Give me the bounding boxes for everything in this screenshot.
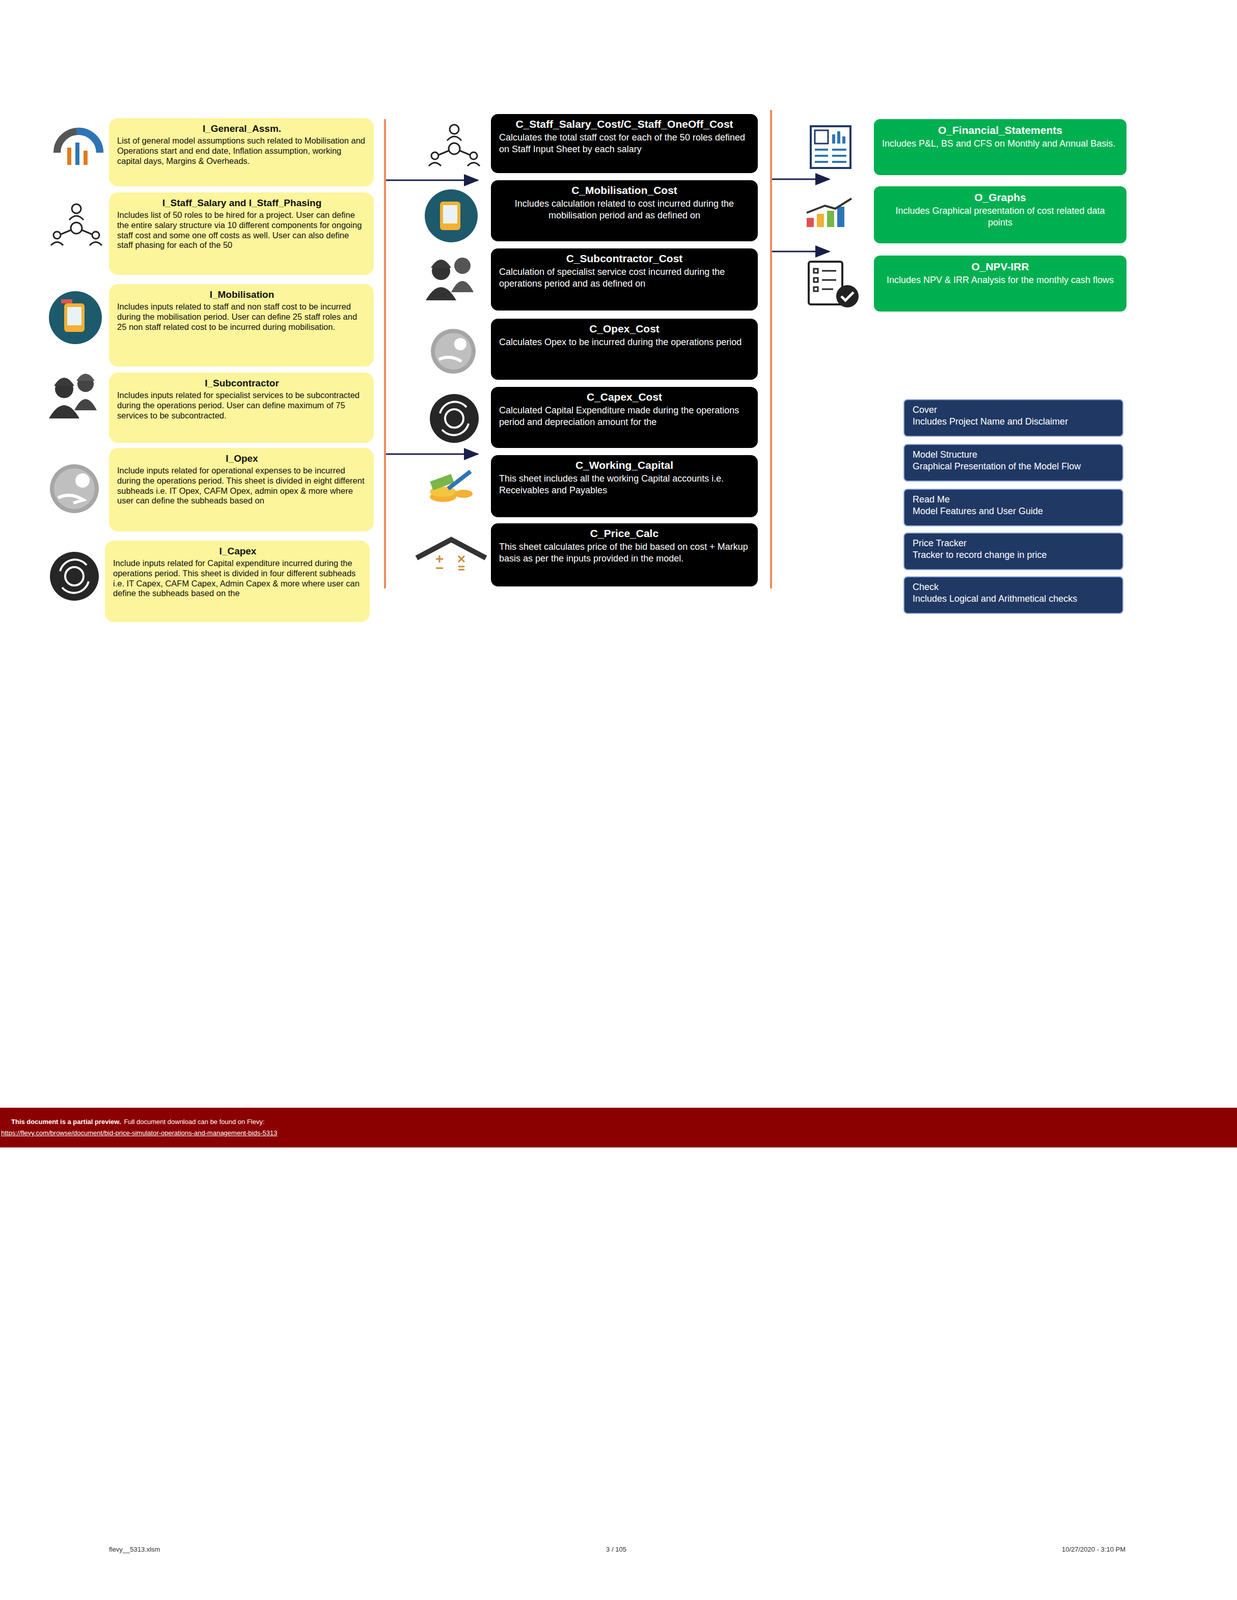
box-title: Check bbox=[912, 581, 1115, 594]
icons bbox=[48, 124, 859, 601]
calc-box: C_Subcontractor_CostCalculation of speci… bbox=[490, 248, 758, 311]
input-box: I_MobilisationIncludes inputs related to… bbox=[108, 284, 374, 367]
box-title: I_General_Assm. bbox=[117, 123, 367, 135]
output-box: O_NPV-IRRIncludes NPV & IRR Analysis for… bbox=[873, 255, 1127, 312]
box-description: Includes list of 50 roles to be hired fo… bbox=[117, 210, 367, 251]
sheet-box: CoverIncludes Project Name and Disclaime… bbox=[903, 399, 1124, 437]
box-description: Calculates Opex to be incurred during th… bbox=[499, 336, 750, 349]
box-description: Includes inputs related for specialist s… bbox=[117, 390, 367, 421]
box-title: I_Opex bbox=[117, 453, 367, 465]
box-title: C_Mobilisation_Cost bbox=[499, 184, 750, 197]
input-box: I_OpexInclude inputs related for operati… bbox=[108, 448, 374, 532]
input-box: I_SubcontractorIncludes inputs related f… bbox=[108, 372, 374, 444]
box-description: List of general model assumptions such r… bbox=[117, 135, 367, 167]
box-title: C_Subcontractor_Cost bbox=[499, 252, 750, 265]
calc-box: C_Working_CapitalThis sheet includes all… bbox=[490, 455, 758, 518]
box-title: O_Graphs bbox=[882, 191, 1119, 204]
box-description: Includes NPV & IRR Analysis for the mont… bbox=[882, 274, 1119, 287]
calc-box: C_Capex_CostCalculated Capital Expenditu… bbox=[490, 387, 758, 449]
box-description: This sheet includes all the working Capi… bbox=[499, 473, 750, 498]
bracket-lines bbox=[385, 110, 830, 589]
box-title: C_Staff_Salary_Cost/C_Staff_OneOff_Cost bbox=[499, 118, 750, 131]
box-title: I_Staff_Salary and I_Staff_Phasing bbox=[117, 197, 367, 209]
box-description: Graphical Presentation of the Model Flow bbox=[912, 460, 1115, 473]
input-box: I_CapexInclude inputs related for Capita… bbox=[104, 540, 370, 623]
box-description: Calculates the total staff cost for each… bbox=[499, 131, 750, 156]
calc-box: C_Price_CalcThis sheet calculates price … bbox=[490, 523, 758, 587]
sheet-box: Price TrackerTracker to record change in… bbox=[903, 532, 1124, 571]
box-description: Includes P&L, BS and CFS on Monthly and … bbox=[882, 138, 1119, 150]
box-title: I_Subcontractor bbox=[117, 377, 367, 390]
box-title: Read Me bbox=[912, 493, 1115, 506]
box-title: I_Mobilisation bbox=[117, 289, 367, 301]
box-title: Model Structure bbox=[912, 449, 1115, 461]
box-title: Price Tracker bbox=[912, 537, 1115, 550]
box-description: Include inputs related for Capital expen… bbox=[113, 558, 363, 599]
footer-text: 10/27/2020 - 3:10 PM bbox=[1061, 1546, 1126, 1554]
sheet-box: Model StructureGraphical Presentation of… bbox=[903, 444, 1124, 482]
box-description: Calculation of specialist service cost i… bbox=[499, 266, 750, 291]
footer-text: 3 / 105 bbox=[606, 1546, 627, 1554]
box-title: Cover bbox=[912, 404, 1115, 417]
box-title: C_Capex_Cost bbox=[499, 391, 750, 404]
box-title: C_Price_Calc bbox=[499, 527, 750, 540]
output-box: O_GraphsIncludes Graphical presentation … bbox=[873, 186, 1127, 244]
box-description: Includes inputs related to staff and non… bbox=[117, 301, 367, 333]
preview-banner bbox=[0, 1108, 1237, 1148]
box-description: Model Features and User Guide bbox=[912, 505, 1115, 518]
box-description: Includes Logical and Arithmetical checks bbox=[912, 593, 1115, 606]
box-title: I_Capex bbox=[113, 545, 363, 558]
box-description: Tracker to record change in price bbox=[912, 549, 1115, 562]
sheet-box: Read MeModel Features and User Guide bbox=[903, 488, 1124, 527]
banner-text: Full document download can be found on F… bbox=[124, 1118, 265, 1126]
box-title: C_Working_Capital bbox=[499, 459, 750, 472]
box-title: O_Financial_Statements bbox=[882, 124, 1119, 137]
box-description: Includes Project Name and Disclaimer bbox=[912, 416, 1115, 428]
footer-text: flevy__5313.xlsm bbox=[108, 1546, 160, 1554]
calc-box: C_Staff_Salary_Cost/C_Staff_OneOff_CostC… bbox=[490, 114, 758, 174]
output-box: O_Financial_StatementsIncludes P&L, BS a… bbox=[873, 119, 1127, 176]
box-description: Includes calculation related to cost inc… bbox=[499, 198, 750, 223]
box-description: Calculated Capital Expenditure made duri… bbox=[499, 404, 750, 429]
box-description: Includes Graphical presentation of cost … bbox=[882, 205, 1119, 230]
sheet-box: CheckIncludes Logical and Arithmetical c… bbox=[903, 576, 1124, 615]
calc-box: C_Mobilisation_CostIncludes calculation … bbox=[490, 180, 758, 242]
banner-link: https://flevy.com/browse/document/bid-pr… bbox=[1, 1129, 278, 1138]
banner-text: This document is a partial preview. bbox=[11, 1118, 122, 1126]
box-description: This sheet calculates price of the bid b… bbox=[499, 541, 750, 566]
input-box: I_Staff_Salary and I_Staff_PhasingInclud… bbox=[108, 192, 374, 276]
calc-box: C_Opex_CostCalculates Opex to be incurre… bbox=[490, 318, 758, 380]
input-box: I_General_Assm.List of general model ass… bbox=[108, 118, 374, 187]
box-title: C_Opex_Cost bbox=[499, 322, 750, 336]
box-description: Include inputs related for operational e… bbox=[117, 465, 367, 507]
box-title: O_NPV-IRR bbox=[882, 260, 1119, 273]
